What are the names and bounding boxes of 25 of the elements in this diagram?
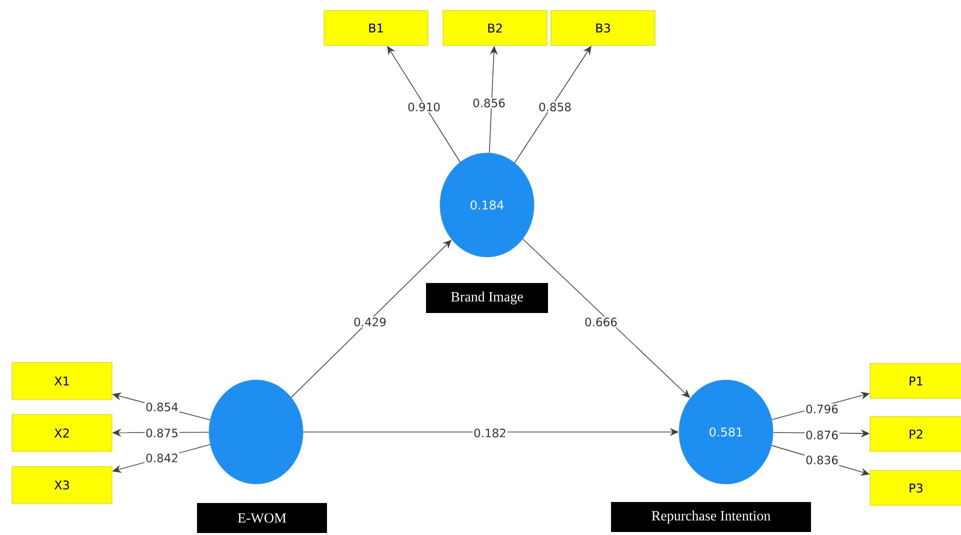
indicator-box: X2: [12, 414, 112, 452]
edge-label: 0.858: [538, 102, 572, 112]
indicator-box: B2: [442, 10, 548, 46]
edge-label: 0.876: [804, 430, 840, 440]
edge-label: 0.836: [804, 454, 840, 466]
edge-label: 0.910: [406, 102, 442, 112]
construct-label: Brand Image: [426, 283, 548, 313]
construct-label: Repurchase Intention: [611, 502, 811, 532]
edge-label: 0.875: [144, 428, 180, 438]
edge-label: 0.429: [352, 316, 388, 328]
indicator-box: X3: [12, 466, 112, 504]
construct-label: E-WOM: [197, 503, 327, 533]
edge-label: 0.842: [144, 452, 180, 464]
edge-label: 0.854: [144, 402, 180, 412]
indicator-box: X1: [12, 362, 112, 400]
construct-circle: [208, 380, 304, 484]
edge-label: 0.666: [584, 316, 618, 328]
indicator-box: B1: [324, 10, 428, 46]
edge-label: 0.182: [472, 428, 508, 438]
indicator-box: P2: [870, 416, 961, 452]
indicator-box: P1: [870, 363, 961, 399]
indicator-box: P3: [870, 470, 961, 506]
indicator-box: B3: [550, 10, 656, 46]
edge-label: 0.856: [472, 98, 506, 108]
edge-label: 0.796: [804, 404, 840, 414]
